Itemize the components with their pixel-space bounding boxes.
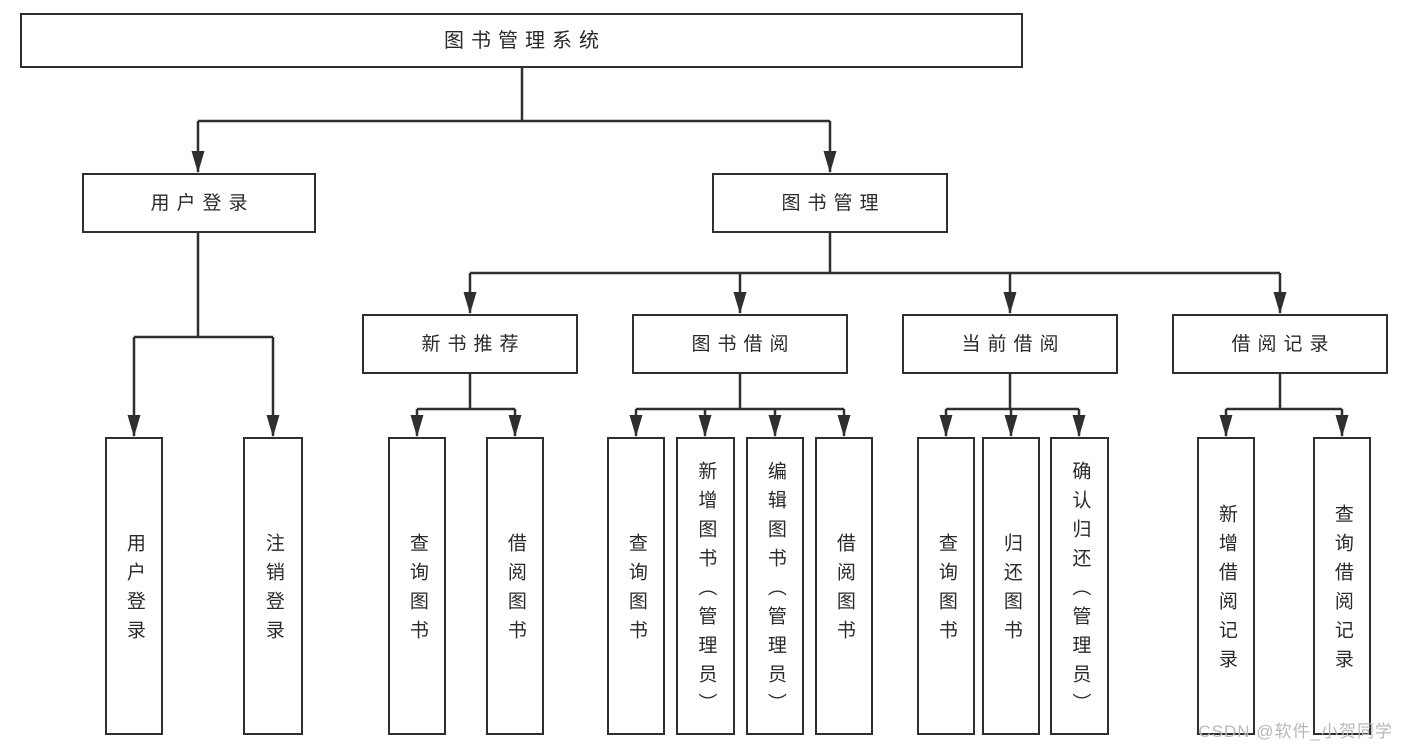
node-new-book-recommend-label: 新书推荐 [421, 333, 526, 355]
leaf-add-borrow-record: 新增借阅记录 [1197, 437, 1255, 735]
leaf-borrow-books-recommend-label: 借阅图书 [504, 533, 526, 649]
csdn-watermark: CSDN @软件_小贺同学 [1198, 722, 1393, 741]
leaf-add-borrow-record-label: 新增借阅记录 [1215, 504, 1237, 678]
leaf-add-books-admin-label: 新增图书（管理员） [695, 460, 717, 722]
leaf-return-books: 归还图书 [982, 437, 1040, 735]
node-book-management-label: 图书管理 [781, 192, 886, 214]
node-root: 图书管理系统 [20, 13, 1023, 68]
node-borrowing-records-label: 借阅记录 [1231, 333, 1336, 355]
leaf-edit-books-admin: 编辑图书（管理员） [746, 437, 804, 735]
node-root-label: 图书管理系统 [444, 29, 606, 52]
node-book-borrowing-label: 图书借阅 [691, 333, 796, 355]
leaf-return-books-label: 归还图书 [1000, 533, 1022, 649]
node-borrowing-records: 借阅记录 [1172, 314, 1388, 374]
node-book-management: 图书管理 [712, 173, 948, 233]
leaf-query-borrow-record-label: 查询借阅记录 [1331, 504, 1353, 678]
leaf-confirm-return-admin: 确认归还（管理员） [1050, 437, 1109, 735]
node-current-borrowing-label: 当前借阅 [961, 333, 1066, 355]
leaf-query-books-borrow-label: 查询图书 [625, 533, 647, 649]
leaf-confirm-return-admin-label: 确认归还（管理员） [1069, 460, 1091, 722]
node-user-login-label: 用户登录 [150, 192, 255, 214]
leaf-add-books-admin: 新增图书（管理员） [676, 437, 735, 735]
connector-segments [127, 68, 1349, 437]
leaf-query-borrow-record: 查询借阅记录 [1313, 437, 1371, 735]
leaf-query-books-current: 查询图书 [917, 437, 975, 735]
leaf-user-login-label: 用户登录 [123, 533, 145, 649]
leaf-query-books-borrow: 查询图书 [607, 437, 665, 735]
node-new-book-recommend: 新书推荐 [362, 314, 578, 374]
leaf-query-books-recommend-label: 查询图书 [406, 533, 428, 649]
leaf-user-login: 用户登录 [105, 437, 163, 735]
node-current-borrowing: 当前借阅 [902, 314, 1118, 374]
leaf-edit-books-admin-label: 编辑图书（管理员） [764, 460, 786, 722]
leaf-query-books-current-label: 查询图书 [935, 533, 957, 649]
node-user-login: 用户登录 [82, 173, 316, 233]
leaf-logout-label: 注销登录 [262, 533, 284, 649]
leaf-logout: 注销登录 [243, 437, 303, 735]
leaf-borrow-books-label: 借阅图书 [833, 533, 855, 649]
leaf-query-books-recommend: 查询图书 [388, 437, 446, 735]
leaf-borrow-books-recommend: 借阅图书 [486, 437, 544, 735]
leaf-borrow-books: 借阅图书 [815, 437, 873, 735]
node-book-borrowing: 图书借阅 [632, 314, 848, 374]
